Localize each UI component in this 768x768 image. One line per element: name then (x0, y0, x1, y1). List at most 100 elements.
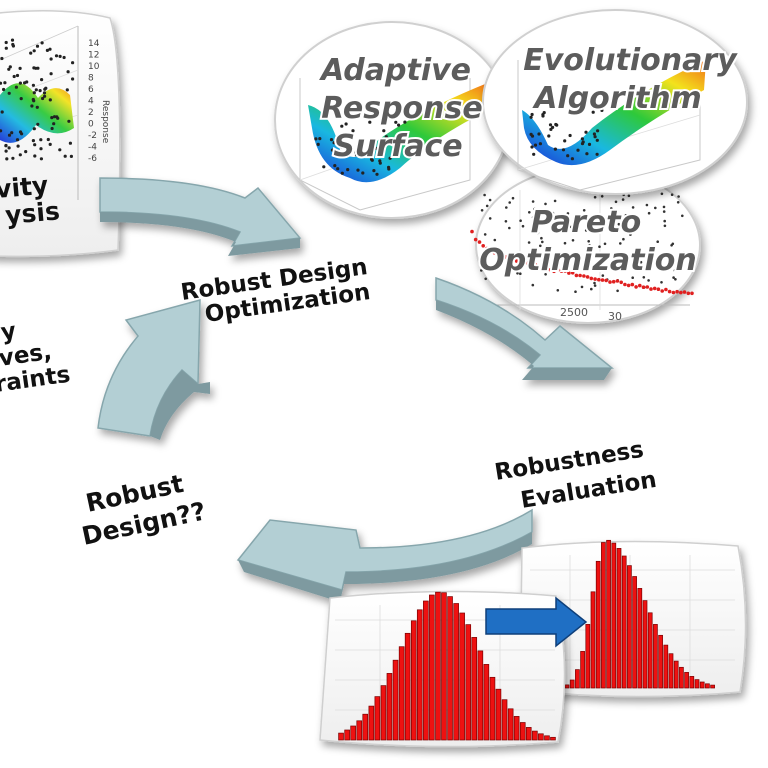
sample-point (580, 137, 585, 141)
sample-point (4, 149, 8, 153)
sample-point (508, 226, 511, 230)
sample-point (674, 278, 677, 281)
histogram-bar (673, 660, 679, 689)
histogram-bar (350, 725, 356, 741)
sample-point (69, 154, 73, 158)
sample-point (5, 157, 9, 161)
histogram-bar (429, 594, 435, 741)
pareto-front-point (473, 237, 478, 242)
sample-point (330, 148, 335, 152)
sample-point (383, 140, 388, 144)
histogram-bar (356, 720, 363, 741)
sample-point (0, 110, 4, 114)
sample-point (588, 244, 591, 247)
sample-point (38, 89, 42, 93)
sample-point (662, 205, 666, 209)
sample-point (44, 86, 48, 90)
histogram-bar (616, 548, 622, 689)
sample-point (361, 171, 365, 175)
histogram-bar (658, 634, 663, 689)
sample-point (585, 152, 589, 156)
sample-point (533, 207, 536, 211)
histogram-bar (710, 684, 715, 689)
pareto-front-point (675, 289, 679, 294)
adaptive-response-surface-label: Adaptive Response Surface (317, 51, 485, 166)
response-tick-label: 6 (88, 85, 94, 95)
sample-point (10, 131, 14, 135)
pareto-front-point (630, 282, 635, 287)
sensitivity-label-line1: vity (0, 170, 49, 204)
pareto-front-plot: 2500 30 (470, 190, 694, 323)
sample-point (532, 152, 536, 156)
sample-point (397, 123, 401, 127)
sample-point (4, 40, 8, 45)
sample-point (488, 217, 492, 220)
histogram-bar (575, 669, 580, 689)
sample-point (1, 87, 6, 92)
histogram-bar (595, 560, 601, 689)
histogram-bar (404, 632, 411, 741)
sample-point (370, 158, 374, 162)
histogram-bar (495, 688, 502, 741)
sample-point (519, 272, 522, 276)
sample-point (530, 145, 534, 149)
sample-point (600, 108, 604, 112)
sample-point (340, 145, 344, 149)
sample-point (539, 208, 542, 212)
sample-point (7, 146, 11, 150)
sample-point (593, 195, 597, 199)
pareto-front-point (563, 269, 567, 273)
sensitivity-analysis-card (0, 10, 121, 258)
histogram-bar (550, 736, 556, 741)
response-axis-label: Response (100, 100, 110, 144)
response-tick-label: -2 (88, 131, 97, 141)
robust-design-label: Robust Design?? (79, 469, 208, 551)
histogram-bar (627, 565, 632, 689)
sample-point (551, 211, 555, 215)
sample-point (595, 138, 599, 142)
sample-point (42, 91, 47, 95)
histogram-bar (519, 722, 526, 741)
sample-point (645, 203, 649, 207)
sample-point (387, 167, 391, 171)
sample-point (480, 209, 484, 212)
histogram-bar (338, 732, 344, 741)
sample-point (637, 264, 641, 268)
sample-point (508, 201, 512, 204)
pareto-front-point (690, 291, 694, 296)
sample-point (32, 127, 36, 131)
response-tick-label: -4 (88, 143, 97, 153)
histogram-bar (632, 576, 637, 689)
sample-point (388, 156, 392, 160)
sample-point (55, 115, 59, 119)
pareto-front-point (608, 280, 612, 284)
sample-point (598, 245, 601, 248)
sample-point (672, 276, 675, 279)
sample-point (31, 83, 35, 87)
histogram-bar (447, 596, 453, 741)
sample-point (627, 194, 631, 198)
left-fragment-line1: y (0, 318, 18, 346)
sample-point (582, 209, 586, 212)
sample-point (39, 138, 43, 142)
pareto-front-point (634, 285, 638, 289)
pareto-front-point (582, 274, 586, 278)
sample-point (544, 273, 547, 276)
histogram-bar (637, 588, 643, 689)
sample-point (563, 139, 567, 143)
pareto-front-point (496, 251, 500, 256)
histogram-bar (507, 708, 514, 741)
sample-point (584, 229, 588, 232)
histogram-bar (525, 727, 532, 741)
sample-point (654, 206, 657, 210)
sample-point (35, 44, 40, 48)
sample-point (58, 54, 62, 59)
sample-point (553, 199, 557, 203)
sample-point (54, 54, 59, 58)
histogram-bar (489, 676, 496, 741)
histogram-bar (410, 620, 417, 741)
sample-point (43, 94, 47, 98)
pareto-front-point (593, 277, 597, 281)
histogram-bar (621, 555, 627, 689)
sample-point (592, 132, 597, 136)
